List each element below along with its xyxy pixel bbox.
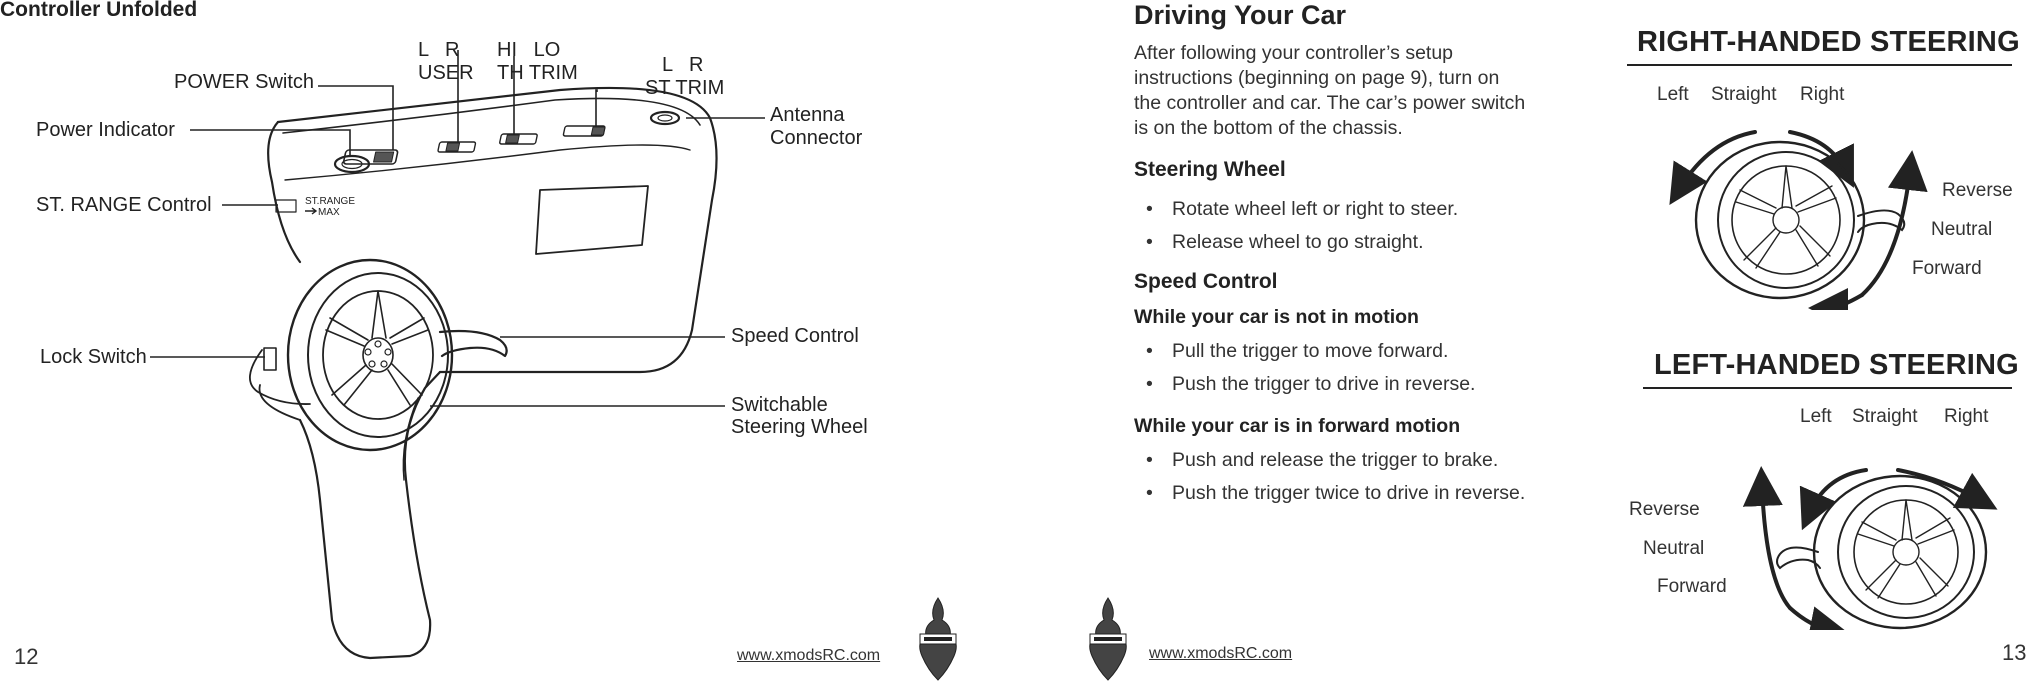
rh-forward-label: Forward [1912,258,1982,279]
rh-right-label: Right [1800,84,1845,105]
right-page-number: 13 [2002,640,2027,665]
lh-forward-label: Forward [1657,576,1727,597]
xmods-logo-right [1089,597,1127,681]
intro-line: is on the bottom of the chassis. [1134,117,1403,139]
list-item: Push the trigger to drive in reverse. [1134,368,1475,401]
switchable-label: Switchable [731,394,828,416]
right-handed-rule [1627,64,2012,66]
xmods-logo-left [919,597,957,681]
right-footer-url[interactable]: www.xmodsRC.com [1149,645,1293,662]
list-item: Pull the trigger to move forward. [1134,335,1475,368]
th-trim-label: TH TRIM [497,62,578,84]
lh-right-label: Right [1944,406,1989,427]
steering-wheel-label: Steering Wheel [731,416,868,438]
power-indicator-label: Power Indicator [36,119,175,141]
lh-straight-label: Straight [1852,406,1918,427]
not-moving-bullets: Pull the trigger to move forward. Push t… [1134,335,1475,401]
list-item: Push and release the trigger to brake. [1134,444,1525,477]
lh-left-label: Left [1800,406,1832,427]
antenna-label: Antenna [770,104,845,126]
list-item: Release wheel to go straight. [1134,226,1458,259]
right-page-title: Driving Your Car [1134,0,1347,30]
speed-control-heading: Speed Control [1134,270,1278,293]
list-item: Rotate wheel left or right to steer. [1134,193,1458,226]
intro-line: instructions (beginning on page 9), turn… [1134,67,1500,89]
left-footer-url[interactable]: www.xmodsRC.com [737,647,881,664]
connector-label: Connector [770,127,863,149]
user-lr-label: L R [418,39,460,61]
rh-left-label: Left [1657,84,1689,105]
user-label: USER [418,62,474,84]
rh-reverse-label: Reverse [1942,180,2013,201]
intro-line: the controller and car. The car’s power … [1134,92,1526,114]
left-handed-heading: LEFT-HANDED STEERING [1654,349,2019,381]
forward-motion-bullets: Push and release the trigger to brake. P… [1134,444,1525,510]
body-max-label: MAX [318,207,340,218]
th-hilo-label: HI LO [497,39,561,61]
speed-control-label: Speed Control [731,325,859,347]
controller-illustration: ST.RANGE MAX [150,50,765,660]
lock-switch-label: Lock Switch [40,346,147,368]
rh-neutral-label: Neutral [1931,219,1993,240]
power-switch-label: POWER Switch [174,71,315,93]
left-page-number: 12 [14,644,39,669]
st-trim-label: ST TRIM [645,77,725,99]
left-page-title: Controller Unfolded [0,0,198,21]
st-lr-label: L R [662,54,704,76]
steering-bullets: Rotate wheel left or right to steer. Rel… [1134,193,1458,259]
rh-straight-label: Straight [1711,84,1777,105]
list-item: Push the trigger twice to drive in rever… [1134,477,1525,510]
not-moving-heading: While your car is not in motion [1134,306,1419,328]
steering-wheel-heading: Steering Wheel [1134,158,1286,181]
left-handed-wheel-diagram [1742,466,1998,630]
lh-reverse-label: Reverse [1629,499,1700,520]
right-handed-heading: RIGHT-HANDED STEERING [1637,26,2020,58]
intro-paragraph: After following your controller’s setup … [1134,41,1574,141]
forward-motion-heading: While your car is in forward motion [1134,415,1461,437]
body-st-range-label: ST.RANGE [305,196,355,207]
left-handed-rule [1643,387,2012,389]
right-handed-wheel-diagram [1669,130,1928,310]
lh-neutral-label: Neutral [1643,538,1705,559]
intro-line: After following your controller’s setup [1134,42,1454,64]
st-range-control-label: ST. RANGE Control [36,194,212,216]
